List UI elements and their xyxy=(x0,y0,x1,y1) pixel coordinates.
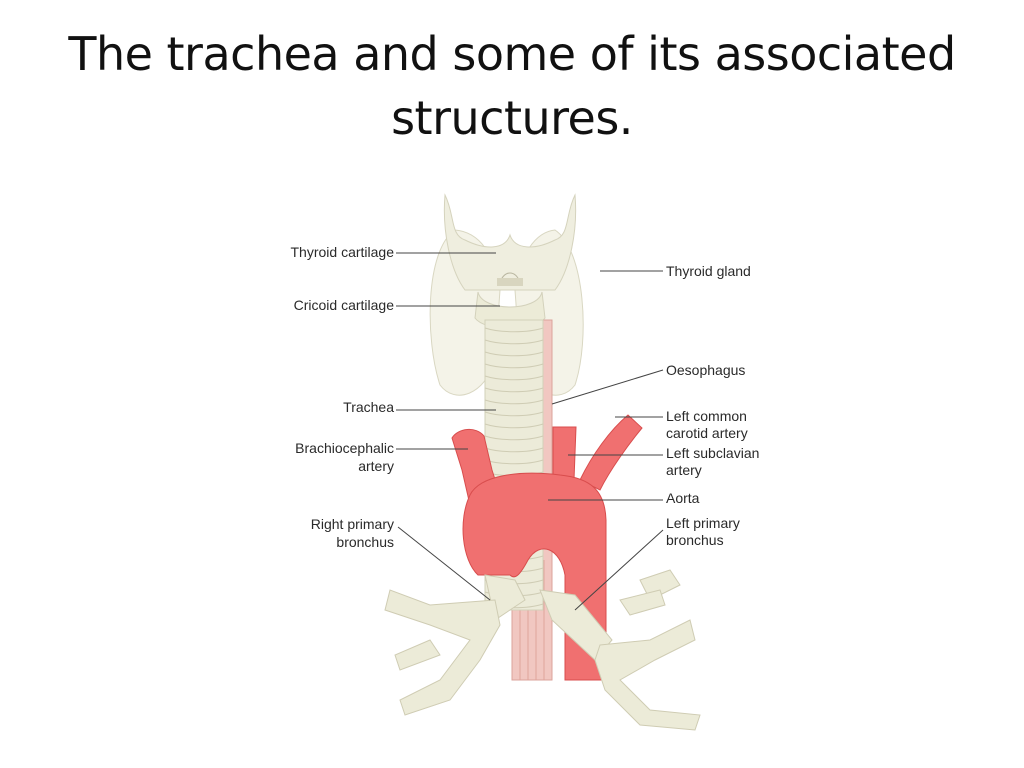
trachea-ring xyxy=(484,363,544,369)
label-oesophagus: Oesophagus xyxy=(666,362,745,378)
slide-title: The trachea and some of its associated s… xyxy=(0,22,1024,150)
trachea-ring xyxy=(484,387,544,393)
slide-title-line-2: structures. xyxy=(391,91,633,145)
trachea-ring xyxy=(484,327,544,333)
leader-lines xyxy=(396,252,664,611)
trachea-ring xyxy=(484,435,544,441)
label-left-subclavian-line-1: Left subclavian xyxy=(666,445,759,461)
bronchial-tree-shape xyxy=(384,569,701,731)
label-brachiocephalic-line-1: Brachiocephalic xyxy=(295,440,394,456)
trachea-ring xyxy=(484,411,544,417)
label-aorta: Aorta xyxy=(666,490,700,506)
label-thyroid-gland: Thyroid gland xyxy=(666,263,751,279)
trachea-ring xyxy=(484,447,544,453)
slide-title-line-1: The trachea and some of its associated xyxy=(68,27,956,81)
label-brachiocephalic-line-2: artery xyxy=(358,458,394,474)
thyroid-cartilage-shape xyxy=(443,193,577,291)
label-right-primary-bronchus-line-1: Right primary xyxy=(311,516,394,532)
label-left-primary-bronchus-line-1: Left primary xyxy=(666,515,740,531)
label-left-subclavian-line-2: artery xyxy=(666,462,702,478)
trachea-ring xyxy=(484,351,544,357)
trachea-ring xyxy=(484,339,544,345)
label-left-common-carotid-line-2: carotid artery xyxy=(666,425,748,441)
label-right-primary-bronchus-line-2: bronchus xyxy=(336,534,394,550)
label-left-common-carotid-line-1: Left common xyxy=(666,408,747,424)
label-trachea: Trachea xyxy=(343,399,394,415)
label-thyroid-cartilage: Thyroid cartilage xyxy=(291,244,395,260)
label-cricoid-cartilage: Cricoid cartilage xyxy=(294,297,395,313)
label-left-primary-bronchus-line-2: bronchus xyxy=(666,532,724,548)
trachea-ring xyxy=(484,399,544,405)
trachea-ring xyxy=(484,375,544,381)
trachea-ring xyxy=(484,423,544,429)
